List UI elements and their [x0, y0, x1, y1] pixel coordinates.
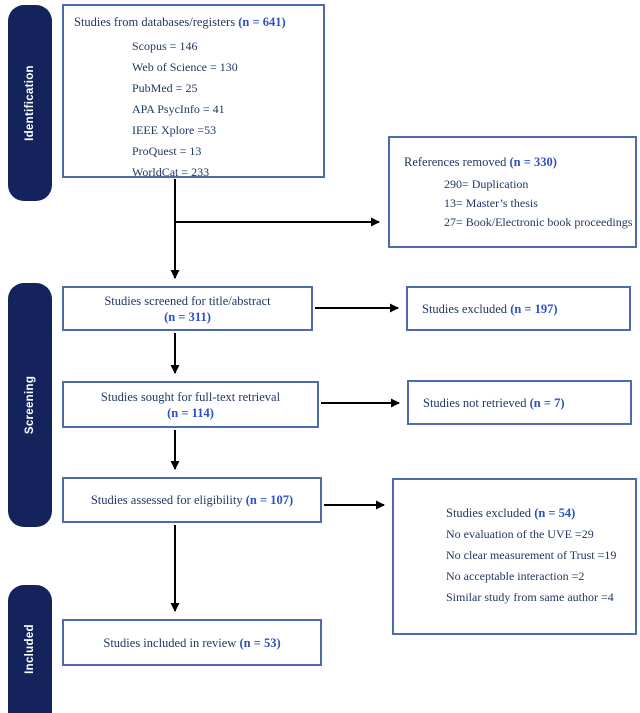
list-item: WorldCat = 233 — [132, 165, 210, 179]
screened-box: Studies screened for title/abstract (n =… — [62, 286, 313, 331]
not-retrieved-box: Studies not retrieved (n = 7) — [407, 380, 632, 425]
not-retrieved-n: (n = 7) — [529, 395, 565, 410]
list-item: Scopus = 146 — [132, 39, 198, 53]
list-item: No evaluation of the UVE =29 — [446, 527, 594, 541]
included-line: Studies included in review (n = 53) — [103, 635, 280, 651]
databases-title: Studies from databases/registers (n = 64… — [64, 6, 323, 30]
databases-title-text: Studies from databases/registers — [74, 15, 236, 29]
list-item: APA PsycInfo = 41 — [132, 102, 225, 116]
list-item: ProQuest = 13 — [132, 144, 202, 158]
stage-label-identification: Identification — [24, 65, 37, 141]
assessed-text: Studies assessed for eligibility — [90, 493, 243, 507]
list-item: No acceptable interaction =2 — [446, 569, 585, 583]
databases-list: Scopus = 146 Web of Science = 130 PubMed… — [132, 36, 323, 183]
screened-n: (n = 311) — [164, 309, 211, 324]
list-item: 13= Master’s thesis — [444, 196, 538, 210]
stage-label-screening: Screening — [24, 375, 36, 435]
assessed-n: (n = 107) — [245, 493, 294, 507]
excluded-eligibility-n: (n = 54) — [534, 506, 576, 520]
list-item: IEEE Xplore =53 — [132, 123, 217, 137]
sought-n: (n = 114) — [167, 405, 214, 420]
excluded-title-abstract-box: Studies excluded (n = 197) — [406, 286, 631, 331]
included-n: (n = 53) — [239, 635, 281, 650]
references-removed-n: (n = 330) — [509, 155, 557, 169]
list-item: No clear measurement of Trust =19 — [446, 548, 617, 562]
stage-label-included: Included — [24, 624, 36, 674]
list-item: Similar study from same author =4 — [446, 590, 614, 604]
excluded-title-abstract-text: Studies excluded — [422, 301, 508, 316]
assessed-line: Studies assessed for eligibility (n = 10… — [91, 492, 293, 508]
databases-box: Studies from databases/registers (n = 64… — [62, 4, 325, 179]
references-removed-box: References removed (n = 330) 290= Duplic… — [388, 136, 637, 248]
included-text: Studies included in review — [103, 635, 237, 650]
sought-box: Studies sought for full-text retrieval (… — [62, 381, 319, 428]
stage-bar-screening: Screening — [8, 283, 52, 527]
not-retrieved-text: Studies not retrieved — [423, 395, 527, 410]
excluded-eligibility-box: Studies excluded (n = 54) No evaluation … — [392, 478, 637, 635]
list-item: Web of Science = 130 — [132, 60, 238, 74]
stage-bar-identification: Identification — [8, 5, 52, 201]
references-removed-list: 290= Duplication 13= Master’s thesis 27=… — [444, 175, 635, 232]
references-removed-title: References removed (n = 330) — [390, 138, 635, 170]
sought-text: Studies sought for full-text retrieval — [100, 389, 281, 404]
databases-n: (n = 641) — [238, 15, 286, 29]
list-item: 290= Duplication — [444, 177, 529, 191]
excluded-title-abstract-n: (n = 197) — [510, 301, 558, 316]
excluded-eligibility-content: Studies excluded (n = 54) No evaluation … — [394, 480, 635, 608]
list-item: PubMed = 25 — [132, 81, 198, 95]
assessed-box: Studies assessed for eligibility (n = 10… — [62, 477, 322, 523]
included-box: Studies included in review (n = 53) — [62, 619, 322, 666]
screened-text: Studies screened for title/abstract — [104, 293, 271, 308]
stage-bar-included: Included — [8, 585, 52, 713]
excluded-eligibility-title-text: Studies excluded — [446, 506, 532, 520]
excluded-eligibility-title: Studies excluded (n = 54) — [446, 503, 635, 524]
list-item: 27= Book/Electronic book proceedings — [444, 215, 633, 229]
references-removed-title-text: References removed — [404, 155, 507, 169]
